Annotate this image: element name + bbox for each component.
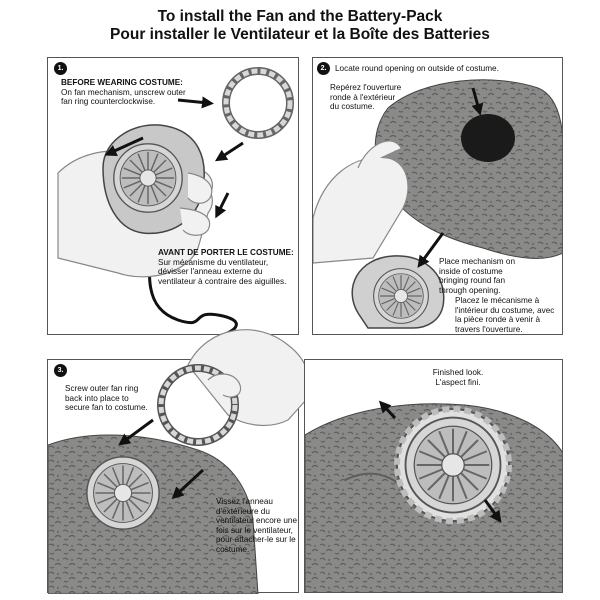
finished-look-panel: Finished look. L'aspect fini. xyxy=(304,359,563,593)
step-3-fr-instructions: Vissez l'anneau d'extérieure du ventilat… xyxy=(216,497,298,554)
step-1-illustration xyxy=(57,67,294,334)
hand-with-ring-illustration xyxy=(157,329,310,446)
step-1-fr-instructions: AVANT DE PORTER LE COSTUME: Sur mécanism… xyxy=(158,248,294,286)
step-2-en-locate: Locate round opening on outside of costu… xyxy=(335,64,499,73)
step-number: 3. xyxy=(54,364,67,377)
finished-look-illustration xyxy=(305,400,562,592)
step-number: 1. xyxy=(54,62,67,75)
step-3-panel: 3. Screw outer fan ring back into place … xyxy=(47,329,310,594)
step-2-panel: 2. Locate round opening on outside of co… xyxy=(312,57,563,335)
page-title: To install the Fan and the Battery-Pack xyxy=(157,8,443,25)
step-1-en-instructions: BEFORE WEARING COSTUME: On fan mechanism… xyxy=(61,78,186,107)
step-2-fr-locate: Repérez l'ouverture ronde à l'extérieur … xyxy=(330,83,402,112)
step-1-panel: 1. BEFORE WEARING COSTUME: On fan mechan… xyxy=(47,57,299,335)
step-2-en-place: Place mechanism on inside of costume bri… xyxy=(439,257,515,295)
step-2-illustration xyxy=(313,79,562,329)
step-2-fr-place: Placez le mécanisme à l'intérieur du cos… xyxy=(455,296,555,334)
step-3-illustration xyxy=(48,418,259,594)
step-number: 2. xyxy=(317,62,330,75)
page-subtitle: Pour installer le Ventilateur et la Boît… xyxy=(110,26,490,43)
step-3-en-instructions: Screw outer fan ring back into place to … xyxy=(65,384,148,413)
finished-look-text: Finished look. L'aspect fini. xyxy=(432,368,484,387)
